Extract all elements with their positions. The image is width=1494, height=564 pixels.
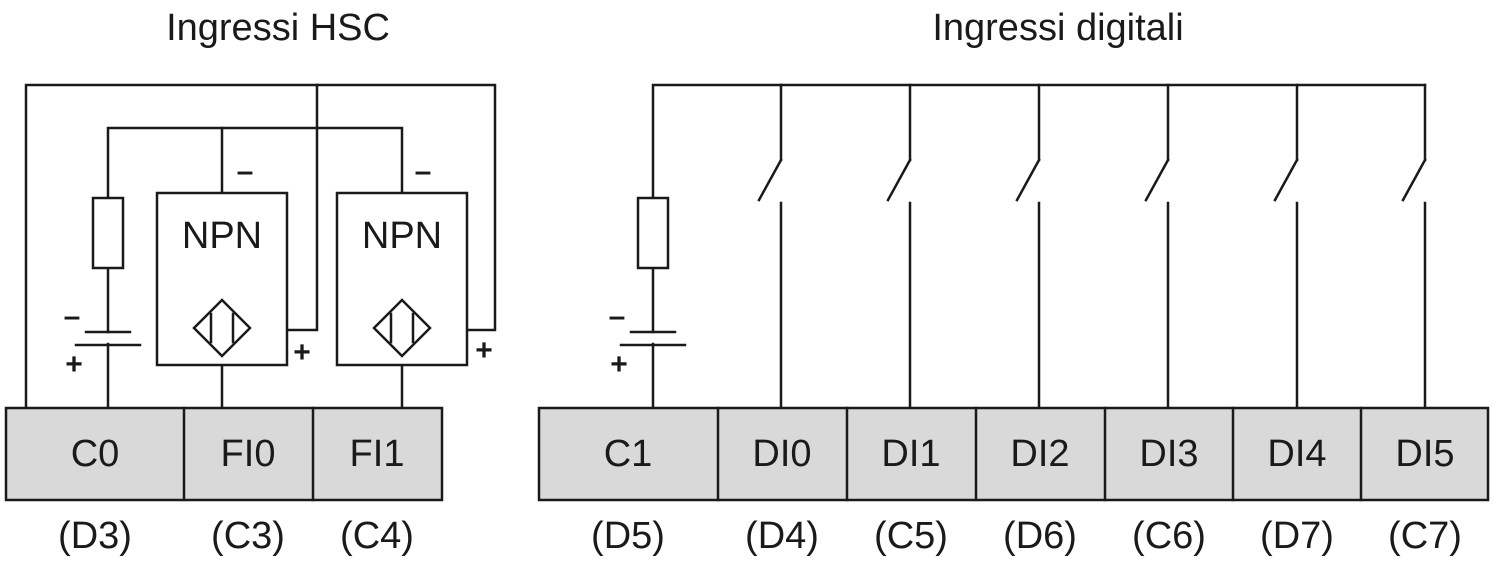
switch-di2: [1015, 83, 1041, 410]
terminal-c1: C1: [604, 433, 653, 475]
switch-di3: [1144, 83, 1170, 410]
fuse-hsc: [91, 196, 125, 270]
hsc-wiring: [24, 83, 497, 410]
wire-top-to-sensor1-plus: [286, 83, 319, 332]
sensor-2-minus: –: [415, 155, 432, 188]
sensor-2-label: NPN: [362, 215, 442, 257]
fuse-digital: [636, 196, 670, 270]
terminal-c0: C0: [71, 433, 120, 475]
terminal-block-digital-body: [537, 406, 1490, 502]
sensor-1-minus: –: [237, 155, 254, 188]
battery-digital: – +: [609, 300, 687, 381]
terminal-di4: DI4: [1267, 433, 1326, 475]
sensor-1-label: NPN: [182, 215, 262, 257]
wire-common-negative: [106, 126, 404, 207]
terminal-block-digital: C1 DI0 DI1 DI2 DI3 DI4 DI5 (D5) (D4) (C5…: [537, 406, 1490, 557]
terminal-fi0: FI0: [221, 433, 276, 475]
terminal-c0-sub: (D3): [58, 515, 132, 557]
terminal-block-hsc-body: [4, 406, 444, 502]
title-digital: Ingressi digitali: [932, 7, 1183, 49]
terminal-di2-sub: (D6): [1003, 515, 1077, 557]
terminal-di0-sub: (D4): [745, 515, 819, 557]
terminal-di3-sub: (C6): [1132, 515, 1206, 557]
terminal-block-hsc: C0 FI0 FI1 (D3) (C3) (C4): [4, 406, 444, 557]
terminal-c1-sub: (D5): [591, 515, 665, 557]
wire-c0-to-sensor2-plus: [24, 83, 497, 410]
battery-digital-plus: +: [610, 348, 628, 381]
switch-di0: [757, 83, 783, 410]
npn-sensor-2: NPN – +: [335, 155, 493, 367]
battery-digital-minus: –: [609, 300, 626, 333]
terminal-di5-sub: (C7): [1388, 515, 1462, 557]
sensor-1-plus: +: [293, 336, 311, 369]
terminal-di0: DI0: [752, 433, 811, 475]
title-hsc: Ingressi HSC: [166, 7, 390, 49]
terminal-di3: DI3: [1139, 433, 1198, 475]
npn-sensor-1: NPN – +: [155, 155, 311, 369]
terminal-di4-sub: (D7): [1260, 515, 1334, 557]
switch-di5: [1401, 83, 1427, 410]
proximity-sensor-icon: [372, 298, 432, 358]
battery-hsc: – +: [64, 300, 142, 381]
terminal-di5: DI5: [1395, 433, 1454, 475]
sensor-2-plus: +: [475, 334, 493, 367]
proximity-sensor-icon: [192, 298, 252, 358]
switch-di4: [1273, 83, 1299, 410]
switch-di1: [886, 83, 912, 410]
terminal-fi1-sub: (C4): [340, 515, 414, 557]
battery-hsc-plus: +: [65, 348, 83, 381]
battery-hsc-minus: –: [64, 300, 81, 333]
terminal-fi1: FI1: [350, 433, 405, 475]
terminal-di2: DI2: [1010, 433, 1069, 475]
terminal-di1: DI1: [881, 433, 940, 475]
terminal-di1-sub: (C5): [874, 515, 948, 557]
terminal-fi0-sub: (C3): [211, 515, 285, 557]
